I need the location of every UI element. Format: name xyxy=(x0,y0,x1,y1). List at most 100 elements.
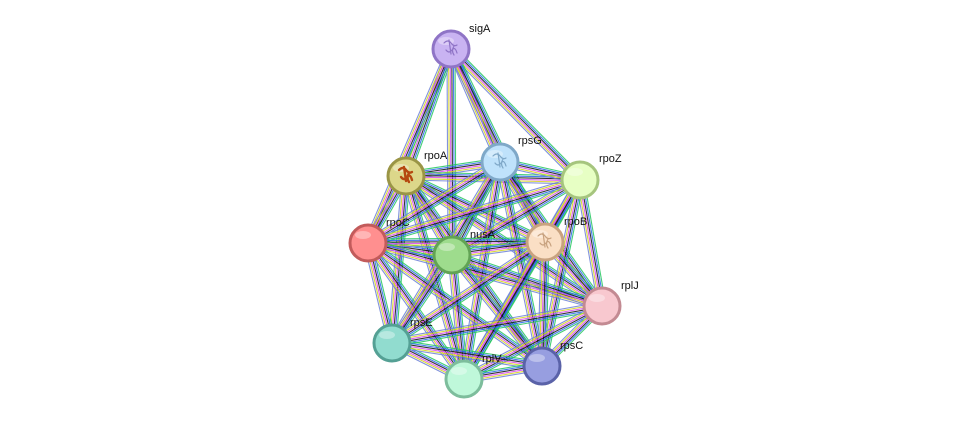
edge-evidence-line xyxy=(368,241,603,306)
node-label-rpsE: rpsE xyxy=(410,317,433,329)
edge-evidence-line xyxy=(449,255,463,380)
edge-evidence-line xyxy=(545,180,585,367)
edge-evidence-line xyxy=(539,241,544,366)
node-rpoA[interactable]: rpoA xyxy=(386,150,448,196)
edge-rplJ-rpsE[interactable] xyxy=(391,301,603,348)
edge-rpoZ-rpoC[interactable] xyxy=(366,175,582,248)
node-rpoC[interactable]: rpoC xyxy=(348,217,410,263)
node-rpoZ[interactable]: rpoZ xyxy=(560,153,622,200)
node-rpoB[interactable]: rpoB xyxy=(525,216,587,262)
node-label-nusA: nusA xyxy=(470,229,496,241)
edge-evidence-line xyxy=(540,179,580,366)
node-nusA[interactable]: nusA xyxy=(432,229,496,275)
edge-evidence-line xyxy=(462,161,500,379)
edge-evidence-line xyxy=(452,46,583,179)
node-label-rpoZ: rpoZ xyxy=(599,153,622,165)
node-circle[interactable] xyxy=(582,286,622,326)
node-rpsC[interactable]: rpsC xyxy=(522,340,583,386)
edge-rpoZ-rplJ[interactable] xyxy=(575,179,607,307)
edge-evidence-line xyxy=(368,180,581,245)
edge-evidence-line xyxy=(365,158,499,241)
edge-nusA-rplJ[interactable] xyxy=(450,250,604,311)
node-circle[interactable] xyxy=(480,142,520,182)
node-circle[interactable] xyxy=(432,235,472,275)
edge-evidence-line xyxy=(392,309,603,348)
edge-rpsE-rpsC[interactable] xyxy=(391,338,543,371)
edge-evidence-line xyxy=(464,307,604,382)
edge-evidence-line xyxy=(578,180,602,307)
node-highlight xyxy=(567,168,583,176)
node-highlight xyxy=(589,294,605,302)
edge-evidence-line xyxy=(366,48,451,243)
edge-evidence-line xyxy=(392,242,546,345)
edge-evidence-line xyxy=(363,47,448,242)
edge-evidence-line xyxy=(447,255,461,380)
edge-evidence-line xyxy=(391,303,602,342)
edge-evidence-line xyxy=(462,303,602,378)
edge-evidence-line xyxy=(392,306,603,345)
edge-evidence-line xyxy=(369,49,454,245)
protein-structure-icon xyxy=(397,165,414,184)
edge-evidence-line xyxy=(366,175,580,240)
edge-evidence-line xyxy=(368,162,501,245)
edge-evidence-line xyxy=(460,239,543,378)
edge-evidence-line xyxy=(448,49,499,164)
edge-evidence-line xyxy=(542,242,547,367)
node-label-rpoC: rpoC xyxy=(386,217,410,229)
protein-structure-icon xyxy=(443,39,458,56)
edge-evidence-line xyxy=(583,179,607,306)
edge-evidence-line xyxy=(446,50,497,164)
edge-evidence-line xyxy=(389,238,544,341)
edge-evidence-line xyxy=(451,48,454,256)
node-label-rpoA: rpoA xyxy=(424,150,448,162)
edge-evidence-line xyxy=(391,240,545,343)
edge-evidence-line xyxy=(392,340,543,365)
edge-evidence-line xyxy=(453,250,604,303)
edge-rpoB-rpsC[interactable] xyxy=(537,241,550,367)
node-circle[interactable] xyxy=(525,222,565,262)
edge-rpoA-rpsE[interactable] xyxy=(387,175,411,344)
node-circle[interactable] xyxy=(372,323,412,363)
node-rplV[interactable]: rplV xyxy=(444,353,502,399)
edge-evidence-line xyxy=(392,338,543,363)
node-rpsG[interactable]: rpsG xyxy=(480,135,542,182)
node-highlight xyxy=(451,367,467,375)
edge-sigA-rpoZ[interactable] xyxy=(447,45,584,184)
edge-evidence-line xyxy=(366,243,464,380)
edge-evidence-line xyxy=(368,49,453,244)
node-sigA[interactable]: sigA xyxy=(431,23,491,69)
edge-evidence-line xyxy=(392,307,603,346)
node-rplJ[interactable]: rplJ xyxy=(582,280,639,326)
edge-evidence-line xyxy=(451,256,602,309)
edge-evidence-line xyxy=(392,176,408,344)
edge-evidence-line xyxy=(450,258,601,311)
node-circle[interactable] xyxy=(431,29,471,69)
edge-evidence-line xyxy=(371,50,456,245)
node-circle[interactable] xyxy=(522,346,562,386)
edge-rpoB-rpsE[interactable] xyxy=(389,238,548,347)
edge-evidence-line xyxy=(463,304,602,379)
edge-evidence-line xyxy=(368,181,581,246)
node-circle[interactable] xyxy=(560,160,600,200)
node-highlight xyxy=(355,231,371,239)
edge-evidence-line xyxy=(391,343,542,368)
edge-sigA-nusA[interactable] xyxy=(446,48,457,256)
edge-evidence-line xyxy=(393,243,547,346)
edge-evidence-line xyxy=(365,47,450,243)
edge-evidence-line xyxy=(448,49,451,256)
edge-evidence-line xyxy=(453,45,584,178)
edge-evidence-line xyxy=(449,48,452,256)
edge-evidence-line xyxy=(464,162,502,380)
edge-evidence-line xyxy=(367,243,602,308)
edge-sigA-rpoC[interactable] xyxy=(363,47,456,245)
node-highlight xyxy=(529,354,545,362)
node-circle[interactable] xyxy=(444,359,484,399)
node-circle[interactable] xyxy=(348,223,388,263)
node-rpsE[interactable]: rpsE xyxy=(372,317,433,363)
edge-evidence-line xyxy=(393,244,548,347)
protein-structure-icon xyxy=(537,232,552,249)
edge-evidence-line xyxy=(366,246,602,311)
edge-evidence-line xyxy=(367,178,580,243)
edge-evidence-line xyxy=(465,162,503,380)
